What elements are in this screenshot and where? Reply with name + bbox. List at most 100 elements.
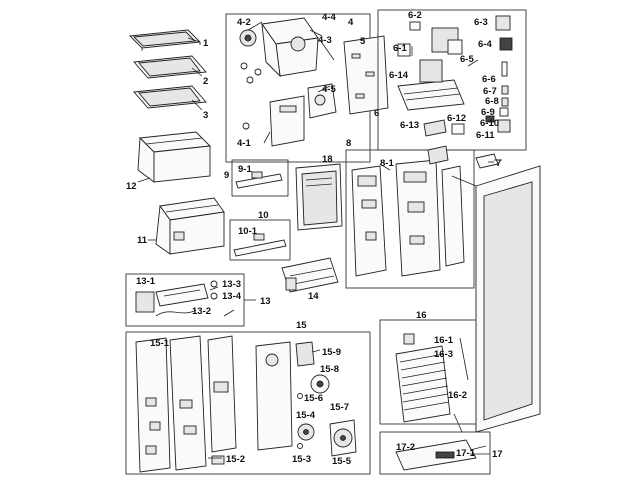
icemaker-6-14 [397, 59, 465, 111]
motor-4-2 [239, 29, 262, 84]
label-15-9: 15-9 [322, 347, 341, 358]
part-15-9 [295, 341, 315, 367]
fan-15-4 [297, 393, 315, 449]
duct-8-right [395, 159, 441, 277]
label-6-11: 6-11 [476, 130, 495, 141]
label-6: 6 [374, 108, 379, 119]
label-4-1: 4-1 [237, 138, 251, 149]
label-13-1: 13-1 [136, 276, 156, 287]
label-10: 10 [258, 210, 269, 221]
label-6-13: 6-13 [400, 120, 419, 131]
label-15-3: 15-3 [292, 454, 311, 465]
group-15-frame [125, 331, 371, 475]
label-6-3: 6-3 [474, 17, 488, 28]
icemaker-13-1 [135, 280, 235, 317]
parts-6-12-6-13 [423, 119, 465, 137]
part-7 [475, 153, 502, 169]
label-1: 1 [203, 38, 209, 49]
evaporator-16 [395, 333, 469, 433]
label-15-8: 15-8 [320, 364, 339, 375]
group-17-frame [379, 431, 491, 475]
label-13: 13 [260, 296, 271, 307]
label-15-7: 15-7 [330, 402, 349, 413]
ice-tray-14 [281, 257, 339, 293]
label-6-7: 6-7 [483, 86, 497, 97]
label-15-5: 15-5 [332, 456, 352, 467]
label-4-5: 4-5 [322, 84, 336, 95]
label-16: 16 [416, 310, 427, 321]
label-2: 2 [203, 76, 208, 87]
label-17-2: 17-2 [396, 442, 415, 453]
fan-15-5 [329, 419, 357, 457]
panel-15-1 [135, 337, 171, 473]
label-14: 14 [308, 291, 319, 302]
label-6-12: 6-12 [447, 113, 466, 124]
label-13-2: 13-2 [192, 306, 211, 317]
label-16-1: 16-1 [434, 335, 454, 346]
label-17: 17 [492, 449, 503, 460]
housing-4-5 [307, 83, 337, 119]
label-6-9: 6-9 [481, 107, 495, 118]
label-6-1: 6-1 [393, 43, 407, 54]
label-4-3: 4-3 [318, 35, 332, 46]
label-6-6: 6-6 [482, 74, 496, 85]
label-16-3: 16-3 [434, 349, 453, 360]
duct-8-side [427, 145, 465, 267]
group-9-frame [231, 159, 289, 197]
label-4: 4 [348, 17, 354, 28]
leader-lines [137, 21, 494, 459]
label-4-4: 4-4 [322, 12, 336, 23]
callout-labels: 1 2 3 4 4-2 4-4 4-3 4-5 4-1 5 6-2 6-3 6-… [126, 10, 503, 467]
bracket-15-2 [207, 335, 237, 465]
group-8-frame [345, 149, 475, 289]
label-15-6: 15-6 [304, 393, 323, 404]
drawer-11 [155, 197, 225, 255]
label-7: 7 [496, 158, 501, 169]
parts-6-5-to-6-11 [467, 59, 511, 133]
shelf-3 [133, 85, 207, 109]
panel-15-1b [169, 335, 207, 471]
label-18: 18 [322, 154, 333, 165]
label-15-2: 15-2 [226, 454, 245, 465]
label-13-3: 13-3 [222, 279, 241, 290]
label-15-4: 15-4 [296, 410, 316, 421]
parts-6-3-6-4 [495, 15, 513, 51]
label-15-1: 15-1 [150, 338, 170, 349]
duct-8-left [351, 165, 387, 277]
panel-18 [295, 163, 343, 231]
label-6-4: 6-4 [478, 39, 492, 50]
cover-4-1 [242, 95, 305, 147]
label-11: 11 [137, 235, 148, 246]
label-9-1: 9-1 [238, 164, 252, 175]
label-4-2: 4-2 [237, 17, 251, 28]
shelf-1 [129, 29, 201, 51]
label-10-1: 10-1 [238, 226, 258, 237]
label-9: 9 [224, 170, 229, 181]
label-6-5: 6-5 [460, 54, 474, 65]
part-9-1 [235, 171, 283, 189]
panel-5 [343, 35, 389, 115]
cover-15-center [255, 341, 293, 451]
label-12: 12 [126, 181, 137, 192]
label-6-10: 6-10 [480, 118, 499, 129]
parts-6-1-6-2 [397, 21, 463, 57]
label-5: 5 [360, 36, 366, 47]
label-6-14: 6-14 [389, 70, 409, 81]
label-16-2: 16-2 [448, 390, 467, 401]
label-6-2: 6-2 [408, 10, 422, 21]
fan-15-8 [310, 374, 330, 394]
shelf-2 [133, 55, 207, 79]
label-8: 8 [346, 138, 351, 149]
label-13-4: 13-4 [222, 291, 242, 302]
label-8-1: 8-1 [380, 158, 394, 169]
drawer-12 [137, 131, 211, 183]
label-15: 15 [296, 320, 307, 331]
refrigerator-cabinet [451, 165, 541, 433]
part-10-1 [233, 233, 287, 257]
label-3: 3 [203, 110, 208, 121]
label-6-8: 6-8 [485, 96, 499, 107]
ice-bucket-4 [261, 17, 319, 78]
label-17-1: 17-1 [456, 448, 476, 459]
